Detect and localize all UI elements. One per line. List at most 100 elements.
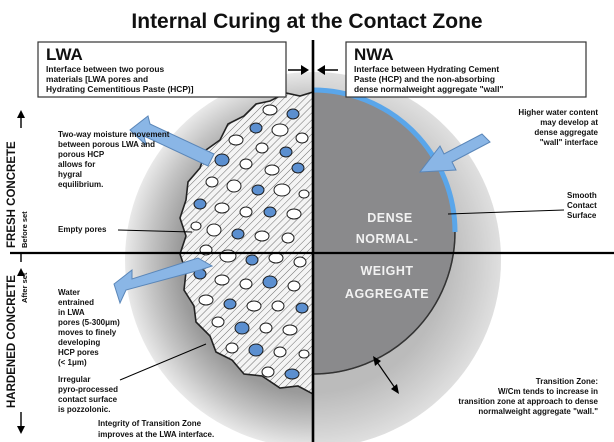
irregular-text-line-4: is pozzolonic.	[58, 405, 110, 414]
empty-pore	[227, 180, 241, 192]
water-text-line-1: Water	[58, 288, 80, 297]
lwa-description-line-3: Hydrating Cementitious Paste (HCP)]	[46, 84, 194, 94]
irregular-text-line-2: pyro-processed	[58, 385, 118, 394]
aggregate-label-line-1: DENSE	[367, 211, 413, 225]
irregular-text-line-1: Irregular	[58, 375, 90, 384]
empty-pore	[282, 233, 294, 243]
empty-pore	[226, 343, 238, 353]
water-text-line-4: pores (5-300μm)	[58, 318, 120, 327]
transition-line-2: W/Cm tends to increase in	[498, 387, 598, 396]
water-filled-pore	[296, 303, 308, 313]
empty-pore	[215, 275, 229, 285]
empty-pore	[256, 143, 268, 153]
empty-pore	[272, 301, 284, 311]
higher-water-line-2: may develop at	[540, 118, 598, 127]
hardened-concrete-label-group: HARDENED CONCRETE After set	[6, 268, 29, 434]
aggregate-label-line-4: AGGREGATE	[345, 287, 429, 301]
empty-pore	[240, 279, 252, 289]
moisture-text-line-2: between porous LWA and	[58, 140, 155, 149]
water-filled-pore	[280, 147, 292, 157]
lwa-description-line-2: materials [LWA pores and	[46, 74, 148, 84]
empty-pores-label: Empty pores	[58, 225, 107, 234]
integrity-text-line-1: Integrity of Transition Zone	[98, 419, 202, 428]
empty-pore	[296, 133, 308, 143]
water-text-line-8: (< 1μm)	[58, 358, 87, 367]
integrity-text-line-2: improves at the LWA interface.	[98, 430, 214, 439]
fresh-concrete-label: FRESH CONCRETE	[6, 141, 18, 248]
hardened-concrete-label: HARDENED CONCRETE	[6, 275, 18, 408]
water-filled-pore	[287, 109, 299, 119]
empty-pore	[240, 159, 252, 169]
higher-water-line-1: Higher water content	[518, 108, 598, 117]
water-filled-pore	[285, 369, 299, 379]
irregular-annotation: Irregular pyro-processed contact surface…	[58, 375, 118, 414]
nwa-heading: NWA	[354, 45, 394, 64]
smooth-annotation: Smooth Contact Surface	[567, 191, 597, 220]
higher-water-annotation: Higher water content may develop at dens…	[518, 108, 598, 147]
smooth-line-1: Smooth	[567, 191, 597, 200]
page-title: Internal Curing at the Contact Zone	[131, 10, 482, 33]
aggregate-label-line-3: WEIGHT	[361, 264, 414, 278]
empty-pore	[263, 105, 277, 115]
water-filled-pore	[235, 322, 249, 334]
empty-pore	[240, 207, 252, 217]
empty-pore	[207, 224, 221, 236]
before-set-label: Before set	[20, 211, 29, 248]
moisture-text-line-5: hygral	[58, 170, 82, 179]
nwa-description-line-2: Paste (HCP) and the non-absorbing	[354, 74, 495, 84]
lwa-heading: LWA	[46, 45, 83, 64]
aggregate-label-line-2: NORMAL-	[356, 232, 419, 246]
water-filled-pore	[264, 207, 276, 217]
empty-pore	[199, 295, 213, 305]
moisture-text-line-6: equilibrium.	[58, 180, 103, 189]
empty-pore	[288, 281, 300, 291]
irregular-text-line-3: contact surface	[58, 395, 118, 404]
nwa-description-line-3: dense normalweight aggregate "wall"	[354, 84, 503, 94]
transition-line-4: normalweight aggregate "wall."	[478, 407, 598, 416]
lwa-description-line-1: Interface between two porous	[46, 64, 165, 74]
transition-zone-annotation: Transition Zone: W/Cm tends to increase …	[458, 377, 598, 416]
water-text-line-2: entrained	[58, 298, 94, 307]
empty-pore	[191, 222, 201, 230]
moisture-text-line-4: allows for	[58, 160, 95, 169]
empty-pore	[265, 165, 279, 175]
empty-pore	[229, 135, 243, 145]
empty-pore	[274, 184, 290, 196]
empty-pore	[269, 253, 283, 263]
fresh-concrete-label-group: FRESH CONCRETE Before set	[6, 110, 29, 262]
moisture-text-line-3: porous HCP	[58, 150, 105, 159]
empty-pore	[294, 257, 306, 267]
water-filled-pore	[292, 163, 304, 173]
empty-pore	[262, 367, 274, 377]
moisture-text-line-1: Two-way moisture movement	[58, 130, 170, 139]
water-text-line-7: HCP pores	[58, 348, 99, 357]
water-filled-pore	[252, 185, 264, 195]
water-filled-pore	[194, 199, 206, 209]
empty-pore	[299, 190, 309, 198]
nwa-description-line-1: Interface between Hydrating Cement	[354, 64, 499, 74]
empty-pore	[287, 209, 301, 219]
empty-pore	[220, 250, 236, 262]
empty-pore	[247, 301, 261, 311]
empty-pore	[283, 325, 297, 335]
empty-pore	[215, 203, 229, 213]
higher-water-line-4: "wall" interface	[540, 138, 599, 147]
smooth-line-3: Surface	[567, 211, 597, 220]
empty-pore	[255, 231, 269, 241]
transition-line-3: transition zone at approach to dense	[458, 397, 598, 406]
after-set-label: After set	[20, 272, 29, 303]
water-text-line-3: in LWA	[58, 308, 85, 317]
higher-water-line-3: dense aggregate	[534, 128, 598, 137]
water-text-line-6: developing	[58, 338, 100, 347]
empty-pore	[260, 323, 272, 333]
water-filled-pore	[250, 123, 262, 133]
smooth-line-2: Contact	[567, 201, 597, 210]
empty-pore	[272, 124, 288, 136]
integrity-annotation: Integrity of Transition Zone improves at…	[98, 419, 214, 439]
water-filled-pore	[263, 276, 277, 288]
water-filled-pore	[249, 344, 263, 356]
water-annotation: Water entrained in LWA pores (5-300μm) m…	[58, 288, 120, 367]
water-text-line-5: moves to finely	[58, 328, 117, 337]
